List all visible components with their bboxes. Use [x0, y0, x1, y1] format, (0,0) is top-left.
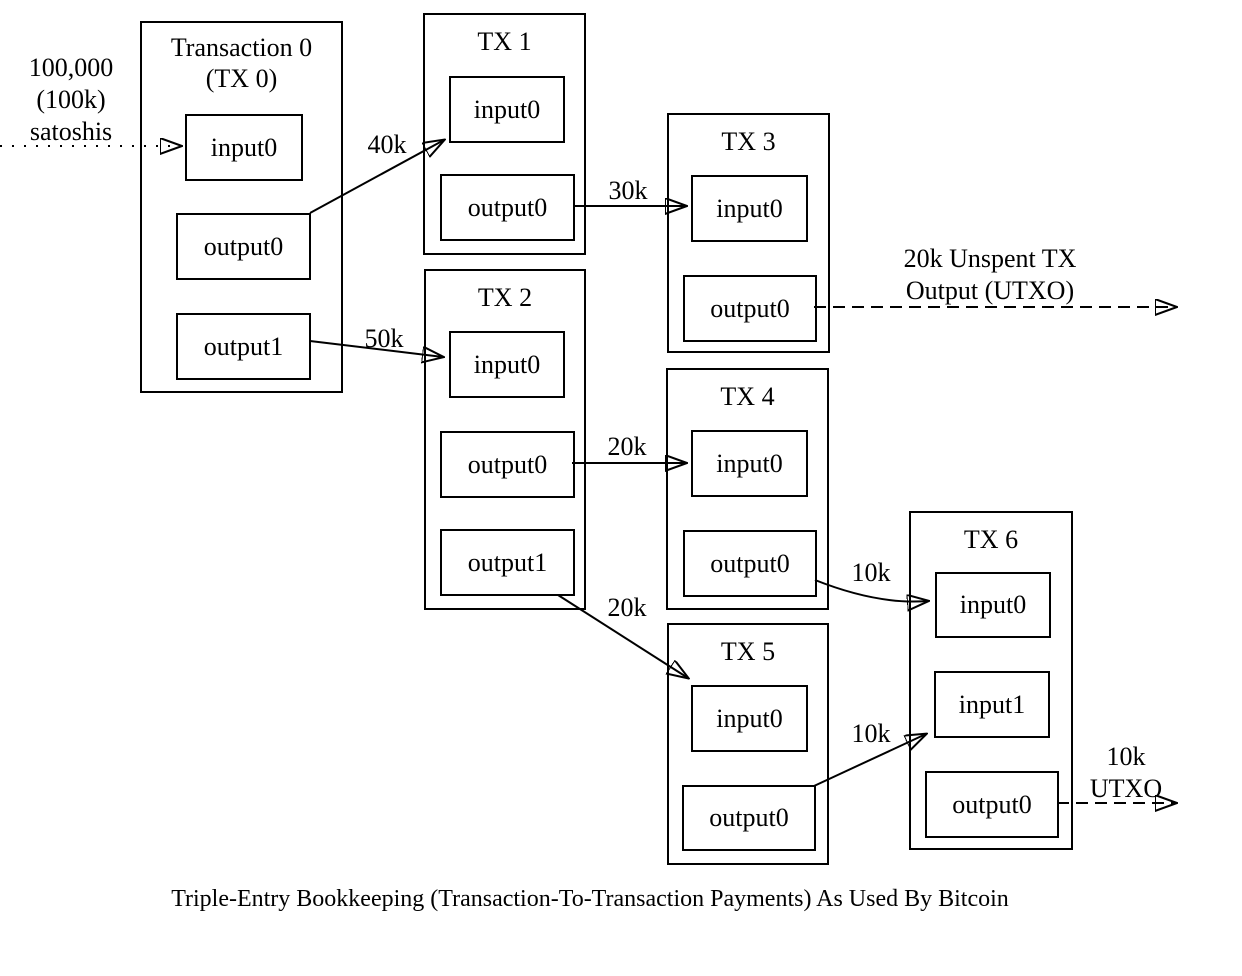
flow-label-10k-tx6in0: 10k [851, 558, 891, 587]
utxo-10k-line1: 10k [1106, 742, 1146, 771]
tx6-output0-box: output0 [925, 771, 1059, 838]
tx2-title: TX 2 [477, 283, 533, 312]
tx0-output0-box: output0 [176, 213, 311, 280]
seed-amount-line3: satoshis [29, 117, 113, 146]
flow-label-20k-tx5: 20k [607, 593, 647, 622]
tx2-output0-box: output0 [440, 431, 575, 498]
tx4-output0-box: output0 [683, 530, 817, 597]
tx4-container: TX 4 input0 output0 [666, 368, 829, 610]
tx5-title: TX 5 [720, 637, 776, 666]
tx5-container: TX 5 input0 output0 [667, 623, 829, 865]
seed-amount-line2: (100k) [36, 85, 106, 114]
tx1-output0-box: output0 [440, 174, 575, 241]
tx0-output1-box: output1 [176, 313, 311, 380]
flow-label-30k: 30k [608, 176, 648, 205]
tx2-container: TX 2 input0 output0 output1 [424, 269, 586, 610]
tx2-output1-box: output1 [440, 529, 575, 596]
tx6-input0-box: input0 [935, 572, 1051, 638]
utxo-20k-line2: Output (UTXO) [905, 276, 1075, 305]
seed-amount-label: 100,000 (100k) satoshis [6, 52, 136, 148]
tx1-title: TX 1 [477, 27, 532, 56]
tx6-input1-box: input1 [934, 671, 1050, 738]
tx2-input0-box: input0 [449, 331, 565, 398]
tx3-title: TX 3 [721, 127, 776, 156]
tx1-input0-box: input0 [449, 76, 565, 143]
flow-label-20k-tx4: 20k [607, 432, 647, 461]
tx5-input0-box: input0 [691, 685, 808, 752]
tx5-output0-box: output0 [682, 785, 816, 851]
tx0-title-line1: Transaction 0 [170, 33, 313, 62]
tx0-title-line2: (TX 0) [205, 64, 278, 93]
utxo-20k-line1: 20k Unspent TX [903, 244, 1077, 273]
utxo-20k-label: 20k Unspent TX Output (UTXO) [885, 243, 1095, 307]
seed-amount-line1: 100,000 [28, 53, 114, 82]
tx1-container: TX 1 input0 output0 [423, 13, 586, 255]
tx3-container: TX 3 input0 output0 [667, 113, 830, 353]
diagram-caption: Triple-Entry Bookkeeping (Transaction-To… [171, 886, 1009, 912]
tx0-input0-box: input0 [185, 114, 303, 181]
tx6-title: TX 6 [963, 525, 1019, 554]
utxo-10k-line2: UTXO [1089, 774, 1163, 803]
flow-label-40k: 40k [367, 130, 407, 159]
tx4-title: TX 4 [720, 382, 775, 411]
tx6-container: TX 6 input0 input1 output0 [909, 511, 1073, 850]
tx3-input0-box: input0 [691, 175, 808, 242]
flow-label-50k: 50k [364, 324, 404, 353]
utxo-10k-label: 10k UTXO [1066, 741, 1186, 805]
flow-label-10k-tx6in1: 10k [851, 719, 891, 748]
tx0-container: Transaction 0 (TX 0) input0 output0 outp… [140, 21, 343, 393]
tx3-output0-box: output0 [683, 275, 817, 342]
tx4-input0-box: input0 [691, 430, 808, 497]
